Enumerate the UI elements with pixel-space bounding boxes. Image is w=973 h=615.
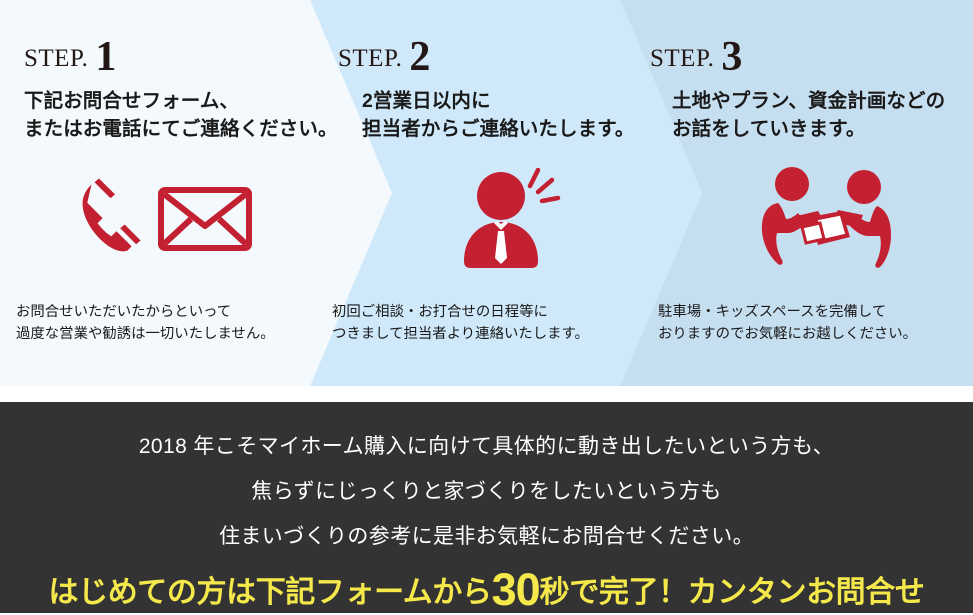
step-panel-2: STEP.2 2営業日以内に 担当者からご連絡いたします。 bbox=[310, 0, 702, 386]
cta-band: 2018 年こそマイホーム購入に向けて具体的に動き出したいという方も、 焦らずに… bbox=[0, 402, 973, 613]
step-panel-3: STEP.3 土地やプラン、資金計画などの お話をしていきます。 bbox=[620, 0, 973, 386]
cta-highlight-suffix: 秒で完了！カンタンお問合せ bbox=[539, 576, 925, 609]
consultation-meeting-icon-svg bbox=[761, 167, 891, 268]
step-1-heading: STEP.1 bbox=[24, 32, 116, 78]
step-1-number: 1 bbox=[95, 34, 117, 80]
step-3-heading: STEP.3 bbox=[650, 32, 742, 78]
steps-band: STEP.1 下記お問合せフォーム、 またはお電話にてご連絡ください。 bbox=[0, 0, 973, 386]
step-3-number: 3 bbox=[721, 34, 743, 80]
step-2-note-text: 初回ご相談・お打合せの日程等に つきまして担当者より連絡いたします。 bbox=[332, 304, 589, 342]
cta-highlight-headline: はじめての方は下記フォームから30秒で完了！カンタンお問合せ bbox=[0, 564, 973, 612]
step-3-lead-text: 土地やプラン、資金計画などの お話をしていきます。 bbox=[672, 90, 946, 140]
step-2-icon-group bbox=[452, 168, 562, 273]
step-panel-1-content: STEP.1 下記お問合せフォーム、 またはお電話にてご連絡ください。 bbox=[0, 0, 392, 386]
step-2-heading: STEP.2 bbox=[338, 32, 430, 78]
step-1-icons-svg bbox=[82, 178, 252, 252]
step-2-lead-text: 2営業日以内に 担当者からご連絡いたします。 bbox=[362, 90, 635, 140]
cta-line-3: 住まいづくりの参考に是非お気軽にお問合せください。 bbox=[219, 525, 754, 548]
staff-person-icon-svg bbox=[464, 168, 561, 268]
step-2-number: 2 bbox=[409, 34, 431, 80]
cta-highlight-prefix: はじめての方は下記フォームから bbox=[48, 576, 493, 609]
step-panel-1: STEP.1 下記お問合せフォーム、 またはお電話にてご連絡ください。 bbox=[0, 0, 392, 386]
step-3-label: STEP. bbox=[650, 45, 715, 72]
documents-paper bbox=[800, 212, 849, 245]
cta-highlight-number: 30 bbox=[491, 564, 541, 615]
step-panel-3-content: STEP.3 土地やプラン、資金計画などの お話をしていきます。 bbox=[620, 0, 973, 386]
step-2-label: STEP. bbox=[338, 45, 403, 72]
step-1-note-text: お問合せいただいたからといって 過度な営業や勧誘は一切いたしません。 bbox=[16, 304, 275, 342]
step-1-label: STEP. bbox=[24, 45, 89, 72]
step-1-icon-group bbox=[78, 178, 258, 258]
envelope-icon bbox=[158, 187, 252, 251]
idea-lines-icon bbox=[527, 168, 561, 204]
cta-line-2: 焦らずにじっくりと家づくりをしたいという方も bbox=[251, 480, 722, 503]
phone-icon bbox=[82, 178, 141, 252]
step-1-lead-text: 下記お問合せフォーム、 またはお電話にてご連絡ください。 bbox=[24, 90, 338, 140]
staff-person-tie bbox=[494, 221, 508, 264]
cta-line-1: 2018 年こそマイホーム購入に向けて具体的に動き出したいという方も、 bbox=[138, 435, 835, 458]
step-3-icon-group bbox=[758, 165, 898, 275]
step-panel-2-content: STEP.2 2営業日以内に 担当者からご連絡いたします。 bbox=[310, 0, 702, 386]
step-3-note-text: 駐車場・キッズスペースを完備して おりますのでお気軽にお越しください。 bbox=[658, 304, 918, 342]
